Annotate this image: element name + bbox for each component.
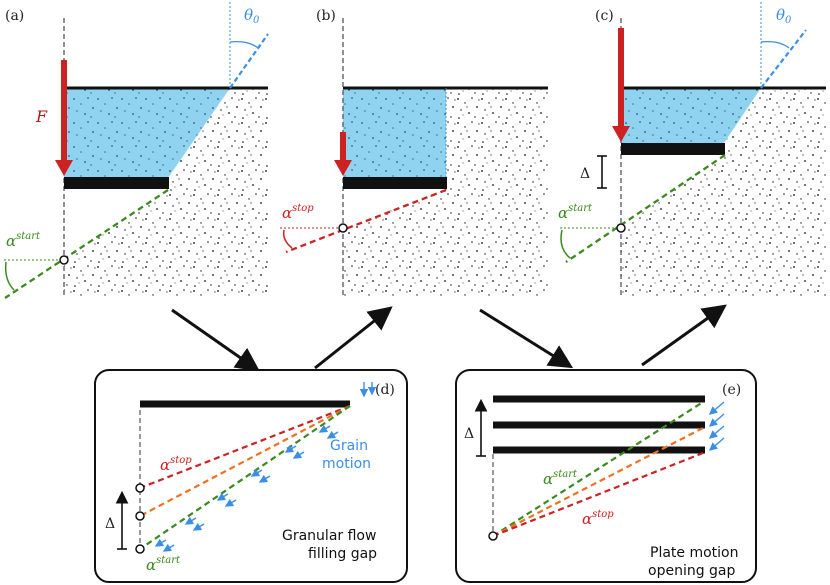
panel-c-force-shaft: [618, 28, 624, 128]
panel-d-pivot-start: [135, 544, 145, 554]
panel-d: (d) Δ αstop αstart Grain motion Granular…: [94, 369, 408, 583]
panel-d-grain-label-2: motion: [322, 456, 371, 472]
panel-a-force-arrowhead: [55, 160, 73, 176]
panel-c-label: (c): [595, 8, 614, 24]
panel-d-alpha-start-label: αstart: [146, 555, 181, 574]
panel-a-granular-bulk: [64, 88, 268, 298]
panel-b-granular-bulk: [343, 88, 548, 298]
panel-d-grain-arrows: [154, 382, 377, 552]
panel-e-caption-2: opening gap: [648, 563, 736, 579]
panel-e-pivot: [488, 531, 498, 541]
panel-b-label: (b): [316, 8, 336, 24]
panel-b-alpha-stop-line: [285, 188, 447, 254]
panel-c-slope-line: [760, 29, 807, 89]
panel-a-alpha-arc: [4, 261, 15, 291]
panel-a-theta-label: θ0: [244, 6, 260, 26]
panel-d-alpha-stop-label: αstop: [160, 455, 192, 474]
panel-d-delta-label: Δ: [105, 516, 115, 532]
panel-a-pivot: [59, 255, 69, 265]
panel-c-alpha-label: αstart: [558, 203, 593, 222]
panel-a-label: (a): [5, 8, 24, 24]
panel-c-theta-arc: [760, 40, 790, 49]
panel-e-label: (e): [722, 382, 741, 398]
panel-b-water-region: [343, 88, 446, 178]
panel-e-alpha-start-label: αstart: [543, 469, 578, 488]
panel-e-alpha-stop-label: αstop: [582, 509, 614, 528]
panel-a-slope-line: [229, 33, 269, 89]
panel-c-water-region: [621, 88, 761, 143]
panel-a-plate: [64, 177, 169, 189]
arrow-b-to-e: [479, 308, 574, 369]
arrow-a-to-d: [171, 308, 260, 372]
panel-c-delta-label: Δ: [580, 166, 590, 182]
panel-b-alpha-arc: [282, 229, 293, 249]
arrow-e-to-c: [641, 304, 727, 367]
panel-c-pivot: [616, 223, 626, 233]
transition-arrows: [171, 304, 727, 372]
panel-c-granular-bulk: [621, 88, 826, 298]
panel-b-pivot: [338, 223, 348, 233]
panel-c-plate: [621, 143, 725, 155]
panel-d-pivot-mid: [135, 511, 145, 521]
panel-e-delta-label: Δ: [464, 426, 474, 442]
panel-a-force-label: F: [35, 107, 48, 126]
panel-e-grain-arrows: [708, 401, 725, 451]
panel-d-pivot-stop: [135, 483, 145, 493]
panel-e-alpha-start-line: [492, 401, 704, 537]
panel-b-force-arrowhead: [334, 160, 352, 176]
panel-c-force-arrowhead: [612, 126, 630, 142]
panel-d-caption-2: filling gap: [308, 546, 377, 562]
panel-b-force-shaft: [340, 132, 346, 164]
panel-d-alpha-start-line: [139, 405, 351, 550]
panel-b-plate: [343, 177, 447, 189]
panel-c: (c) θ0 Δ αstart: [558, 2, 826, 298]
panel-b: (b) αstop: [280, 8, 548, 298]
panel-e-alpha-stop-line: [492, 451, 704, 538]
panel-c-alpha-start-line: [565, 154, 726, 263]
panel-c-alpha-arc: [560, 229, 571, 259]
panel-a-theta-arc: [229, 40, 259, 49]
panel-a-alpha-start-line: [4, 189, 169, 299]
panel-d-alpha-stop-line: [139, 404, 351, 490]
panel-a-water-region: [64, 88, 230, 178]
panel-a-alpha-label: αstart: [6, 231, 41, 250]
panel-a-force-shaft: [61, 60, 67, 163]
panel-d-grain-label-1: Grain: [330, 438, 368, 454]
panel-d-caption-1: Granular flow: [282, 528, 376, 544]
panel-c-theta-label: θ0: [776, 6, 792, 26]
panel-a: (a) θ0 F αstart: [4, 2, 269, 299]
panel-b-alpha-label: αstop: [282, 203, 314, 222]
arrow-d-to-b: [314, 306, 393, 370]
panel-e-caption-1: Plate motion: [650, 545, 738, 561]
panel-e: (e) Δ αstart αstop Plate motion opening …: [455, 369, 757, 583]
panel-d-label: (d): [375, 382, 395, 398]
